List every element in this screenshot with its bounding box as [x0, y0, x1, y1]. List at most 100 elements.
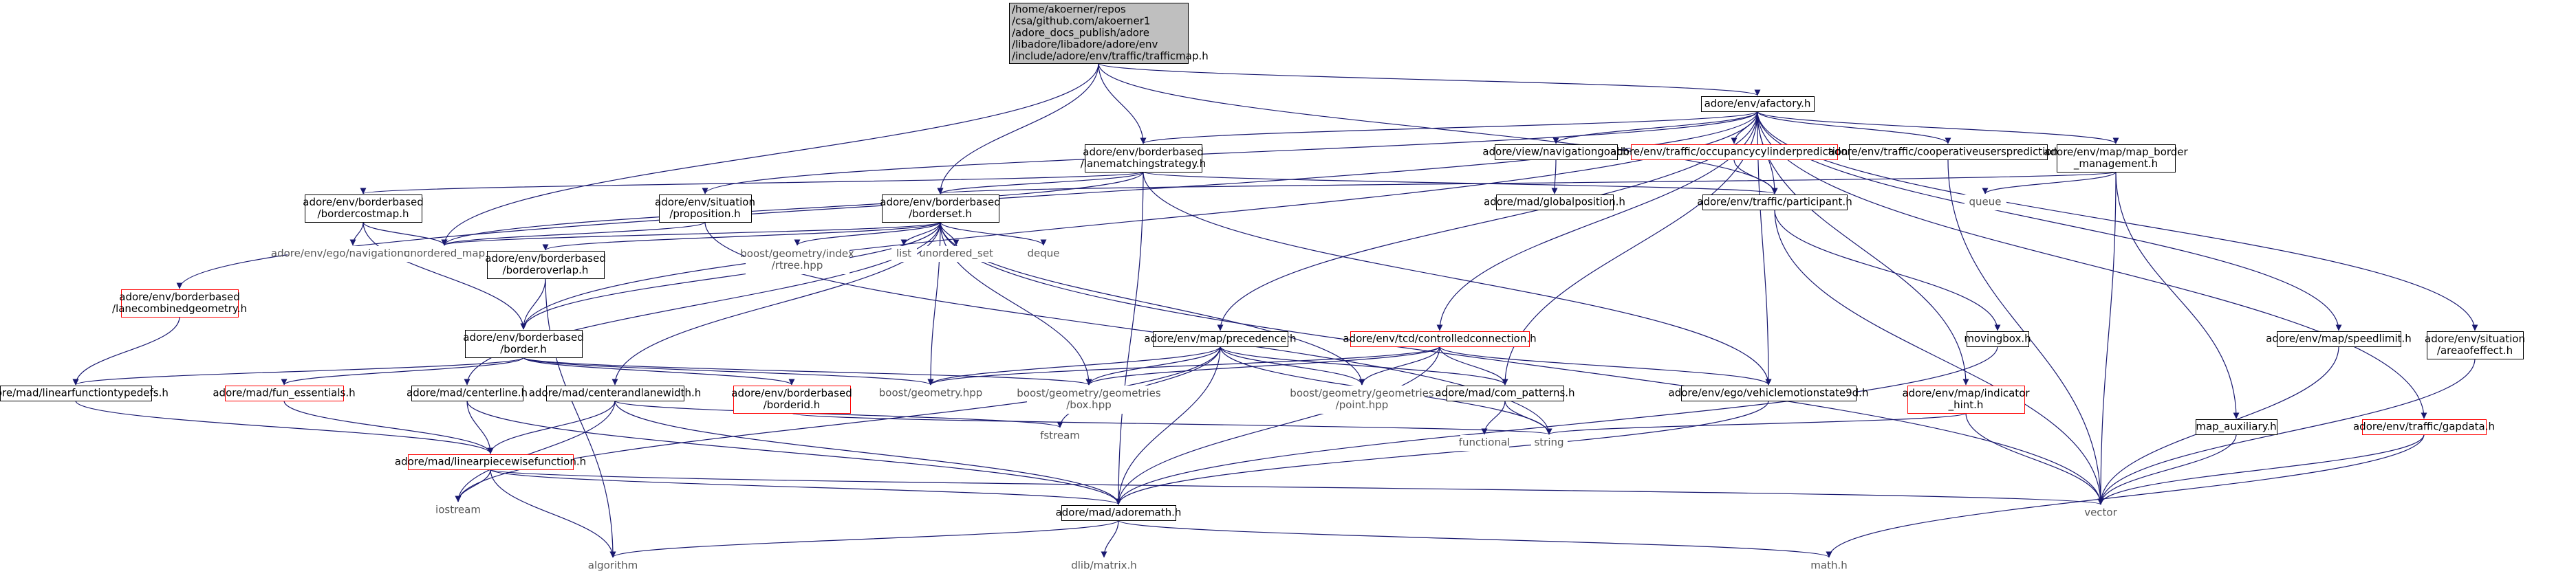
node-box-centerline[interactable] [411, 386, 523, 401]
node-dlib_matrix: dlib/matrix.h [1071, 558, 1137, 574]
node-com_patterns[interactable]: adore/mad/com_patterns.h [1435, 386, 1575, 401]
node-speedlimit[interactable]: adore/env/map/speedlimit.h [2266, 331, 2412, 347]
node-indicator_hint[interactable]: adore/env/map/indicator_hint.h [1902, 386, 2030, 414]
node-box-navigationgoal[interactable] [1495, 144, 1618, 160]
edge-com_patterns-to-string [1504, 400, 1552, 435]
node-lanematchingstrategy[interactable]: adore/env/borderbased/lanematchingstrate… [1081, 144, 1206, 173]
edge-centerandlanewidth-to-iostream [455, 400, 616, 502]
node-box-occupancycylinderprediction[interactable] [1631, 144, 1838, 160]
node-linearpiecewisefunction[interactable]: adore/mad/linearpiecewisefunction.h [395, 454, 586, 470]
node-afactory[interactable]: adore/env/afactory.h [1701, 96, 1815, 112]
node-globalposition[interactable]: adore/mad/globalposition.h [1484, 194, 1625, 210]
node-map_auxiliary[interactable]: map_auxiliary.h [2196, 419, 2277, 435]
edge-adoremath-to-math_h [1118, 520, 1832, 558]
node-borderset[interactable]: adore/env/borderbased/borderset.h [880, 194, 1001, 223]
edge-map_border_management-to-queue [1982, 171, 2117, 194]
node-fstream: fstream [1040, 428, 1080, 444]
edge-precedence-to-point_hpp [1220, 346, 1365, 386]
node-cooperativeusersprediction[interactable]: adore/env/traffic/cooperativeuserspredic… [1828, 144, 2068, 160]
node-box-map_auxiliary[interactable] [2196, 419, 2277, 435]
node-participant[interactable]: adore/env/traffic/participant.h [1697, 194, 1852, 210]
node-box-cooperativeusersprediction[interactable] [1849, 144, 2048, 160]
node-label-deque-0: deque [1027, 247, 1059, 260]
node-box-border[interactable] [465, 330, 583, 358]
node-bordercostmap[interactable]: adore/env/borderbased/bordercostmap.h [303, 194, 424, 223]
node-box-globalposition[interactable] [1496, 194, 1614, 210]
node-box-gapdata[interactable] [2362, 419, 2487, 435]
node-borderoverlap[interactable]: adore/env/borderbased/borderoverlap.h [485, 251, 606, 279]
node-trafficmap[interactable]: /home/akoerner/repos/csa/github.com/akoe… [1009, 3, 1209, 64]
edge-afactory-to-proposition [702, 111, 1758, 194]
node-box-map_border_management[interactable] [2057, 144, 2176, 173]
node-controlledconnection[interactable]: adore/env/tcd/controlledconnection.h [1343, 331, 1537, 347]
node-box-linearfunctiontypedefs[interactable] [0, 386, 152, 401]
node-queue: queue [1965, 194, 2006, 210]
edge-trafficmap-to-lanematchingstrategy [1098, 63, 1147, 144]
node-label-linearfunctiontypedefs-0: adore/mad/linearfunctiontypedefs.h [0, 387, 169, 399]
node-box-vehiclemotionstate9d[interactable] [1681, 386, 1857, 401]
node-box-lanecombinedgeometry[interactable] [121, 289, 239, 318]
node-fun_essentials[interactable]: adore/mad/fun_essentials.h [213, 386, 356, 401]
node-gapdata[interactable]: adore/env/traffic/gapdata.h [2353, 419, 2495, 435]
node-box-indicator_hint[interactable] [1907, 386, 2025, 414]
node-border[interactable]: adore/env/borderbased/border.h [463, 330, 584, 358]
node-areaofeffect[interactable]: adore/env/situation/areaofeffect.h [2425, 331, 2525, 359]
node-label-lanematchingstrategy-0: adore/env/borderbased [1083, 146, 1203, 158]
node-box-deque [1025, 246, 1063, 262]
node-rtree: boost/geometry/index/rtree.hpp [740, 246, 854, 274]
node-occupancycylinderprediction[interactable]: adore/env/traffic/occupancycylinderpredi… [1610, 144, 1858, 160]
node-label-areaofeffect-0: adore/env/situation [2425, 333, 2525, 345]
node-precedence[interactable]: adore/env/map/precedence.h [1144, 331, 1297, 347]
node-label-trafficmap-0: /home/akoerner/repos [1012, 3, 1126, 16]
node-box-borderset[interactable] [882, 194, 999, 223]
node-box-lanematchingstrategy[interactable] [1085, 144, 1202, 173]
edge-map_border_management-to-borderset [938, 171, 2117, 194]
node-box-trafficmap[interactable] [1009, 3, 1189, 64]
edge-movingbox-to-adoremath [1115, 346, 1998, 505]
node-box-controlledconnection[interactable] [1350, 331, 1530, 347]
node-box-com_patterns[interactable] [1447, 386, 1564, 401]
node-box-centerandlanewidth[interactable] [546, 386, 684, 401]
node-label-border-1: /border.h [500, 343, 546, 355]
node-centerline[interactable]: adore/mad/centerline.h [407, 386, 528, 401]
node-adoremath[interactable]: adore/mad/adoremath.h [1056, 505, 1182, 521]
node-box-movingbox[interactable] [1967, 331, 2029, 347]
node-movingbox[interactable]: movingbox.h [1964, 331, 2031, 347]
node-centerandlanewidth[interactable]: adore/mad/centerandlanewidth.h [529, 386, 702, 401]
edge-bordercostmap-to-navigationcost [349, 221, 364, 246]
node-box-linearpiecewisefunction[interactable] [408, 454, 574, 470]
node-label-precedence-0: adore/env/map/precedence.h [1144, 333, 1296, 345]
edge-lanematchingstrategy-to-participant [1143, 171, 1777, 194]
edge-borderset-to-deque [940, 221, 1047, 246]
edge-indicator_hint-to-string [1546, 412, 1967, 435]
node-box-fun_essentials[interactable] [225, 386, 344, 401]
edge-borderid-to-string [791, 412, 1552, 435]
node-box-speedlimit[interactable] [2277, 331, 2401, 347]
edge-afactory-to-precedence [1217, 111, 1758, 331]
edge-borderoverlap-to-border [520, 278, 546, 330]
node-box_hpp: boost/geometry/geometries/box.hpp [1017, 386, 1161, 414]
edge-lanematchingstrategy-to-bordercostmap [360, 171, 1144, 194]
edge-border-to-fun_essentials [281, 357, 524, 386]
node-navigationgoal[interactable]: adore/view/navigationgoal.h [1482, 144, 1630, 160]
node-box-borderid[interactable] [733, 386, 851, 414]
edge-afactory-to-controlledconnection [1436, 111, 1758, 331]
edge-afactory-to-speedlimit [1757, 111, 2342, 331]
node-map_border_management[interactable]: adore/env/map/map_border_management.h [2044, 144, 2189, 173]
node-lanecombinedgeometry[interactable]: adore/env/borderbased/lanecombinedgeomet… [112, 289, 247, 318]
node-box-point_hpp [1300, 386, 1425, 414]
node-box-borderoverlap[interactable] [487, 251, 605, 279]
node-vehiclemotionstate9d[interactable]: adore/env/ego/vehiclemotionstate9d.h [1669, 386, 1869, 401]
node-box-participant[interactable] [1702, 194, 1848, 210]
node-box-areaofeffect[interactable] [2427, 331, 2524, 359]
edge-borderset-to-border [520, 221, 941, 330]
node-box-proposition[interactable] [659, 194, 752, 223]
node-proposition[interactable]: adore/env/situation/proposition.h [655, 194, 755, 223]
node-box-precedence[interactable] [1153, 331, 1288, 347]
node-borderid[interactable]: adore/env/borderbased/borderid.h [731, 386, 852, 414]
edge-linearfunctiontypedefs-to-linearpiecewisefunction [75, 400, 494, 454]
node-box-bordercostmap[interactable] [305, 194, 422, 223]
node-box-adoremath[interactable] [1061, 505, 1176, 521]
node-box-afactory[interactable] [1701, 96, 1815, 112]
node-linearfunctiontypedefs[interactable]: adore/mad/linearfunctiontypedefs.h [0, 386, 169, 401]
